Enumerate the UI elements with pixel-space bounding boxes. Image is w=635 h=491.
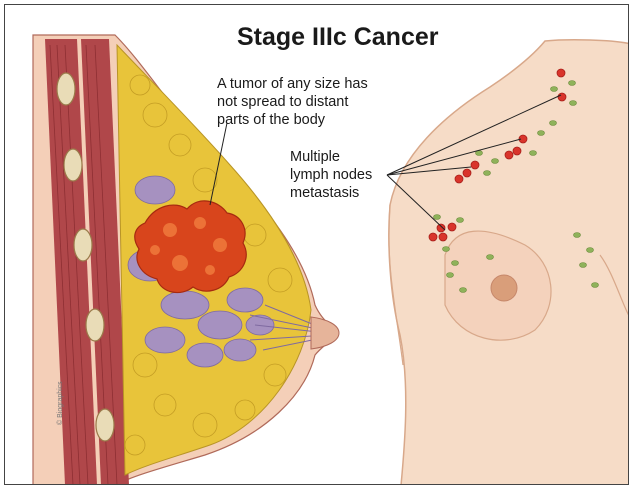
tumor-annotation: A tumor of any size has not spread to di… xyxy=(217,75,417,129)
diagram-title: Stage IIIc Cancer xyxy=(237,23,438,52)
nipple xyxy=(491,275,517,301)
cross-section-nipple xyxy=(311,317,339,349)
lymph-node-annotation: Multiple lymph nodes metastasis xyxy=(290,148,400,202)
credit-text: © Biographics xyxy=(57,381,64,425)
illustration-frame: Stage IIIc Cancer A tumor of any size ha… xyxy=(4,4,629,485)
